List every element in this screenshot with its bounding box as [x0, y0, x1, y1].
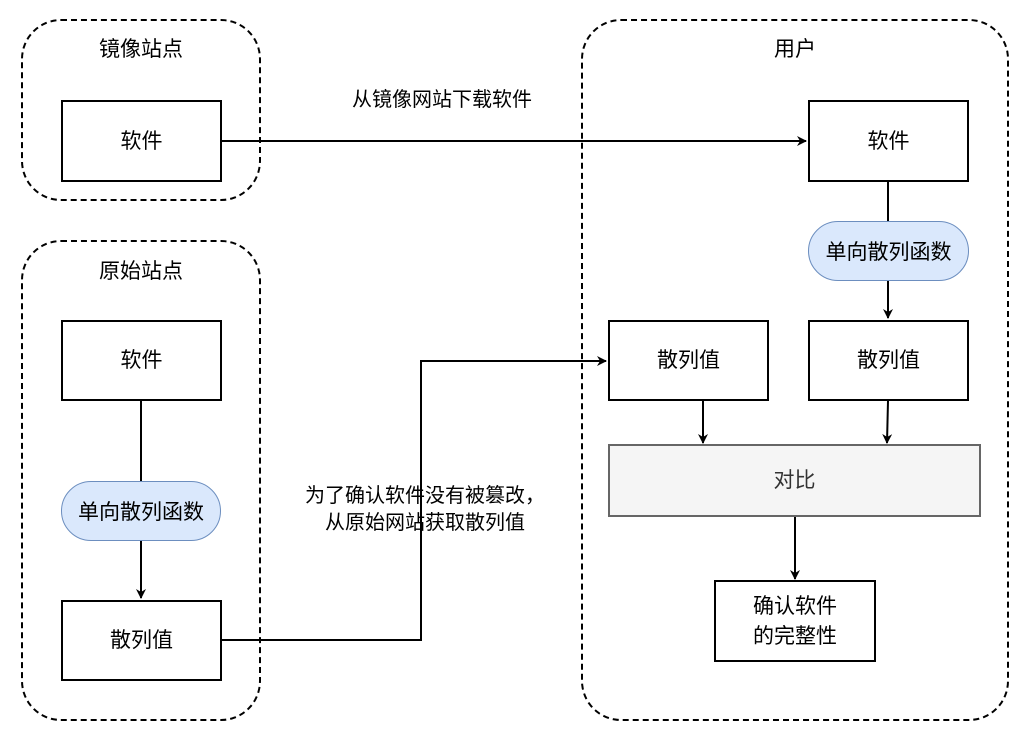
fetch-hash-edge-label: 为了确认软件没有被篡改， 从原始网站获取散列值: [305, 483, 545, 534]
origin-site-title: 原始站点: [99, 259, 183, 283]
origin-hash-value-box: 散列值: [61, 600, 222, 681]
mirror-software-box: 软件: [61, 100, 222, 182]
user-title: 用户: [774, 37, 816, 61]
user-group: [581, 19, 1009, 721]
origin-hash-function: 单向散列函数: [61, 481, 221, 541]
confirm-integrity-box: 确认软件 的完整性: [714, 580, 876, 662]
user-hash-value-fetched-box: 散列值: [608, 320, 769, 401]
mirror-site-title: 镜像站点: [99, 37, 183, 61]
user-hash-value-computed-box: 散列值: [808, 320, 969, 401]
download-edge-label: 从镜像网站下载软件: [352, 87, 532, 111]
edge-fetch-hash: [222, 356, 607, 641]
edge-computed-to-compare: [882, 400, 893, 444]
compare-box: 对比: [608, 444, 981, 517]
origin-software-box: 软件: [61, 320, 222, 401]
origin-site-group: [21, 240, 261, 721]
user-software-box: 软件: [808, 100, 969, 182]
mirror-site-group: [21, 19, 261, 201]
user-hash-function: 单向散列函数: [808, 221, 969, 281]
